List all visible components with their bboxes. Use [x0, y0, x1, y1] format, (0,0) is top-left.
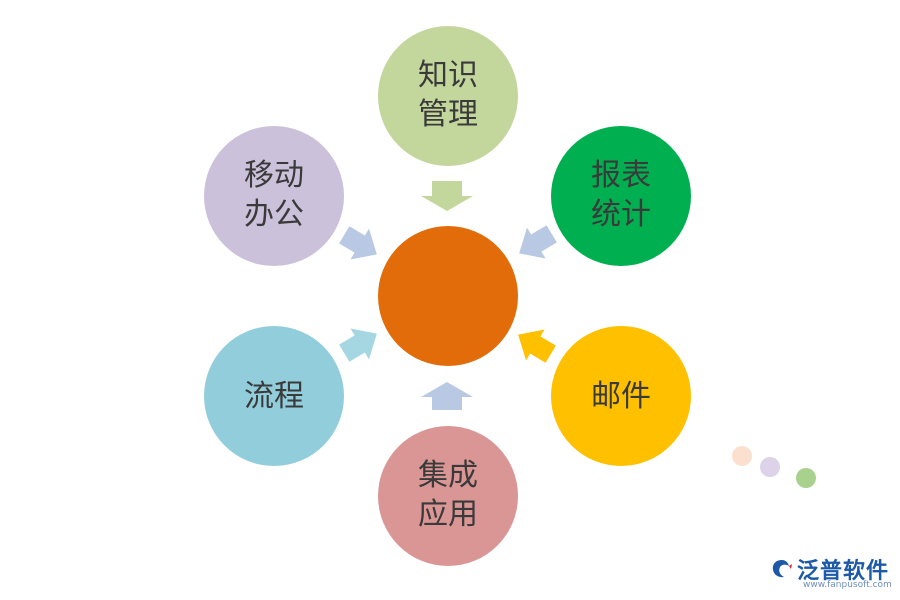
node-integrate: 集成 应用	[378, 426, 518, 566]
logo-text: 泛普软件	[797, 559, 890, 584]
node-knowledge-line1: 知识	[418, 58, 478, 93]
node-mobile-line2: 办公	[244, 197, 304, 232]
node-mail: 邮件	[551, 326, 691, 466]
node-flow-line1: 流程	[244, 379, 304, 414]
arrow-knowledge-to-center	[421, 181, 473, 211]
node-mail-line1: 邮件	[591, 379, 651, 414]
node-integrate-line2: 应用	[418, 497, 478, 532]
node-knowledge-line2: 管理	[418, 97, 478, 132]
node-report-line2: 统计	[591, 197, 651, 232]
node-report-line1: 报表	[591, 158, 651, 193]
decor-dot-3	[796, 468, 816, 488]
logo-url: www.fanpusoft.com	[803, 580, 892, 590]
node-knowledge: 知识 管理	[378, 26, 518, 166]
arrow-flow-to-center	[339, 328, 377, 362]
node-mobile-line1: 移动	[244, 158, 304, 193]
brand-logo: 泛普软件	[770, 553, 889, 585]
center-hub	[378, 226, 518, 366]
node-report: 报表 统计	[551, 126, 691, 266]
node-integrate-line1: 集成	[418, 458, 478, 493]
decor-dot-1	[732, 446, 752, 466]
node-flow: 流程	[204, 326, 344, 466]
decor-dot-2	[760, 457, 780, 477]
arrow-mobile-to-center	[339, 226, 377, 260]
node-mobile: 移动 办公	[204, 126, 344, 266]
arrow-integrate-to-center	[421, 382, 473, 410]
arrow-report-to-center	[519, 225, 557, 259]
fanpu-logo-icon	[772, 560, 792, 578]
arrow-mail-to-center	[518, 329, 556, 363]
